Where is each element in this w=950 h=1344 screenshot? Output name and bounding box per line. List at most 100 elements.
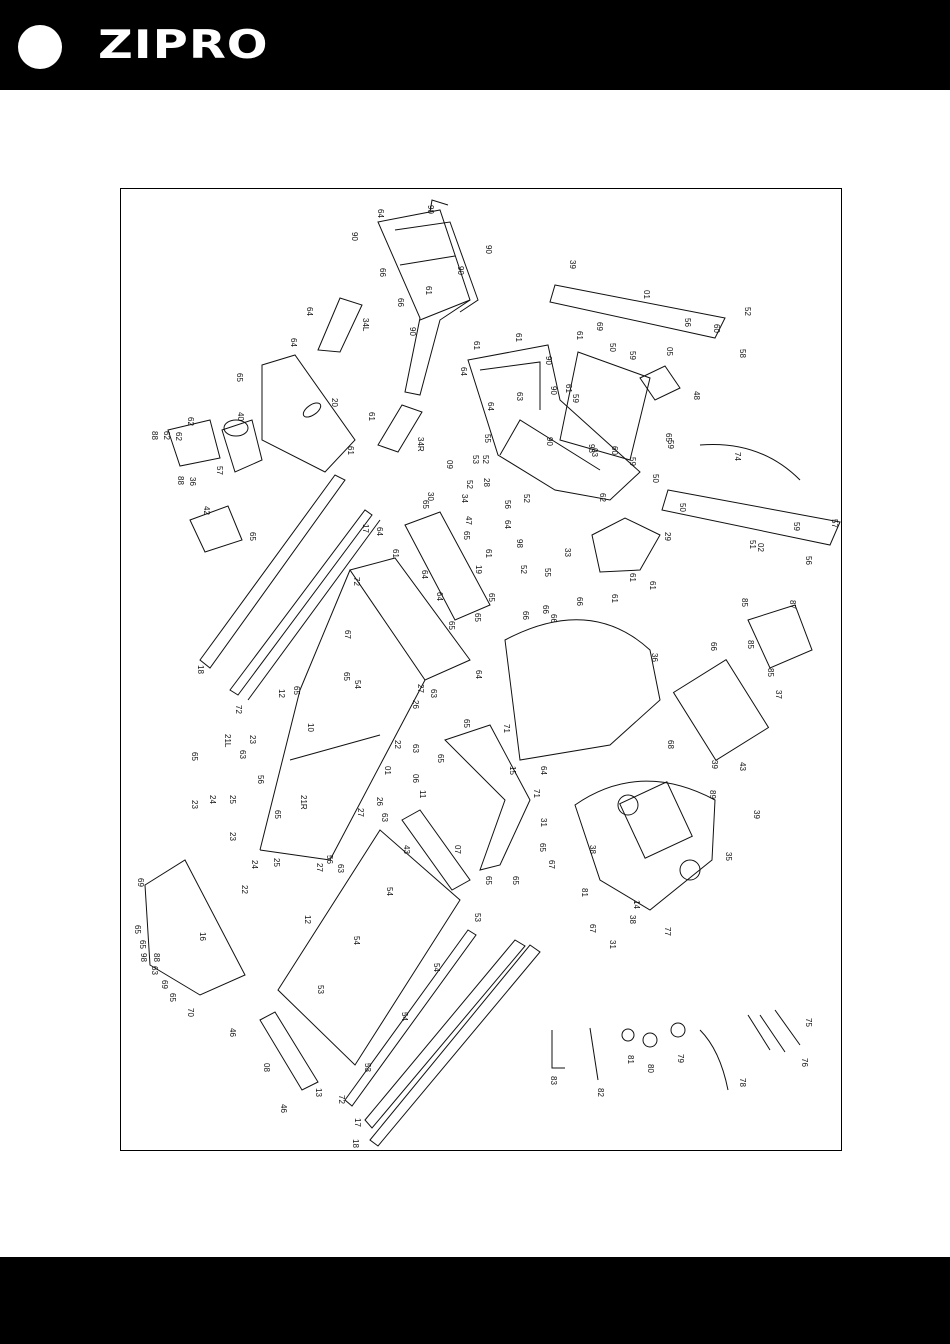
part-callout: 59 bbox=[666, 440, 675, 449]
part-callout: 54 bbox=[385, 887, 394, 896]
part-callout: 64 bbox=[420, 570, 429, 579]
part-callout: 64 bbox=[539, 766, 548, 775]
tablet-holder-37 bbox=[672, 658, 770, 762]
part-callout: 90 bbox=[549, 386, 558, 395]
part-callout: 66 bbox=[541, 605, 550, 614]
part-callout: 37 bbox=[774, 690, 783, 699]
part-callout: 65 bbox=[447, 621, 456, 630]
part-callout: 38 bbox=[588, 845, 597, 854]
part-callout: 55 bbox=[483, 434, 492, 443]
part-callout: 65 bbox=[292, 686, 301, 695]
part-callout: 22 bbox=[240, 885, 249, 894]
part-callout: 67 bbox=[547, 860, 556, 869]
part-callout: 66 bbox=[521, 611, 530, 620]
part-callout: 90 bbox=[350, 232, 359, 241]
part-callout: 68 bbox=[666, 740, 675, 749]
part-callout: 65 bbox=[190, 752, 199, 761]
part-callout: 25 bbox=[228, 795, 237, 804]
part-callout: 20 bbox=[330, 398, 339, 407]
part-callout: 02 bbox=[756, 543, 765, 552]
part-callout: 89 bbox=[708, 790, 717, 799]
part-callout: 59 bbox=[792, 522, 801, 531]
part-callout: 57 bbox=[830, 519, 839, 528]
part-callout: 65 bbox=[273, 810, 282, 819]
part-callout: 22 bbox=[393, 740, 402, 749]
part-callout: 46 bbox=[279, 1104, 288, 1113]
part-callout: 35 bbox=[724, 852, 733, 861]
part-callout: 56 bbox=[683, 318, 692, 327]
rear-roller-08 bbox=[259, 1011, 319, 1091]
part-callout: 65 bbox=[664, 433, 673, 442]
part-callout: 12 bbox=[277, 689, 286, 698]
part-callout: 90 bbox=[544, 356, 553, 365]
power-cord-78 bbox=[699, 1029, 729, 1091]
part-callout: 88 bbox=[176, 476, 185, 485]
part-callout: 85 bbox=[746, 640, 755, 649]
part-callout: 23 bbox=[228, 832, 237, 841]
cables-75-76 bbox=[747, 1009, 801, 1053]
part-callout: 27 bbox=[315, 863, 324, 872]
hood-29 bbox=[591, 517, 661, 573]
part-callout: 64 bbox=[503, 520, 512, 529]
part-callout: 27 bbox=[416, 684, 425, 693]
part-callout: 62 bbox=[174, 432, 183, 441]
part-callout: 59 bbox=[628, 351, 637, 360]
part-callout: 63 bbox=[150, 966, 159, 975]
lift-motor bbox=[639, 365, 681, 401]
part-callout: 64 bbox=[376, 209, 385, 218]
part-callout: 56 bbox=[256, 775, 265, 784]
part-callout: 71 bbox=[532, 789, 541, 798]
part-callout: 85 bbox=[740, 598, 749, 607]
part-callout: 25 bbox=[272, 858, 281, 867]
part-callout: 15 bbox=[508, 766, 517, 775]
part-callout: 55 bbox=[543, 568, 552, 577]
part-callout: 82 bbox=[596, 1088, 605, 1097]
part-callout: 98 bbox=[515, 539, 524, 548]
part-callout: 07 bbox=[453, 845, 462, 854]
part-callout: 93 bbox=[587, 444, 596, 453]
part-callout: 34R bbox=[416, 437, 425, 452]
part-callout: 77 bbox=[663, 927, 672, 936]
part-callout: 12 bbox=[303, 915, 312, 924]
part-callout: 28 bbox=[482, 478, 491, 487]
part-callout: 69 bbox=[595, 322, 604, 331]
part-callout: 18 bbox=[351, 1139, 360, 1148]
part-callout: 54 bbox=[353, 680, 362, 689]
part-callout: 53 bbox=[363, 1063, 372, 1072]
part-callout: 50 bbox=[608, 343, 617, 352]
motor-plate-20 bbox=[261, 354, 356, 473]
part-callout: 65 bbox=[462, 719, 471, 728]
footer-bar bbox=[0, 1257, 950, 1344]
part-callout: 69 bbox=[136, 878, 145, 887]
part-callout: 17 bbox=[353, 1118, 362, 1127]
part-callout: 65 bbox=[484, 876, 493, 885]
part-callout: 51 bbox=[748, 540, 757, 549]
part-callout: 65 bbox=[235, 373, 244, 382]
part-callout: 53 bbox=[473, 913, 482, 922]
part-callout: 19 bbox=[474, 565, 483, 574]
part-callout: 54 bbox=[432, 963, 441, 972]
part-callout: 33 bbox=[563, 548, 572, 557]
side-rail-left bbox=[199, 474, 381, 701]
part-callout: 08 bbox=[262, 1063, 271, 1072]
part-callout: 76 bbox=[800, 1058, 809, 1067]
part-callout: 65 bbox=[511, 876, 520, 885]
part-callout: 42 bbox=[202, 506, 211, 515]
upright-frame-drawing bbox=[377, 199, 479, 396]
part-callout: 72 bbox=[352, 577, 361, 586]
part-callout: 61 bbox=[564, 384, 573, 393]
console-tube-01 bbox=[549, 284, 726, 339]
part-callout: 21R bbox=[299, 795, 308, 810]
part-callout: 36 bbox=[188, 477, 197, 486]
part-callout: 56 bbox=[325, 855, 334, 864]
book-rack-87 bbox=[747, 604, 813, 669]
part-callout: 17 bbox=[361, 524, 370, 533]
part-callout: 59 bbox=[628, 457, 637, 466]
part-callout: 61 bbox=[367, 412, 376, 421]
part-callout: 70 bbox=[186, 1008, 195, 1017]
part-callout: 34 bbox=[460, 494, 469, 503]
part-callout: 01 bbox=[383, 766, 392, 775]
part-callout: 64 bbox=[305, 307, 314, 316]
part-callout: 11 bbox=[418, 790, 427, 799]
